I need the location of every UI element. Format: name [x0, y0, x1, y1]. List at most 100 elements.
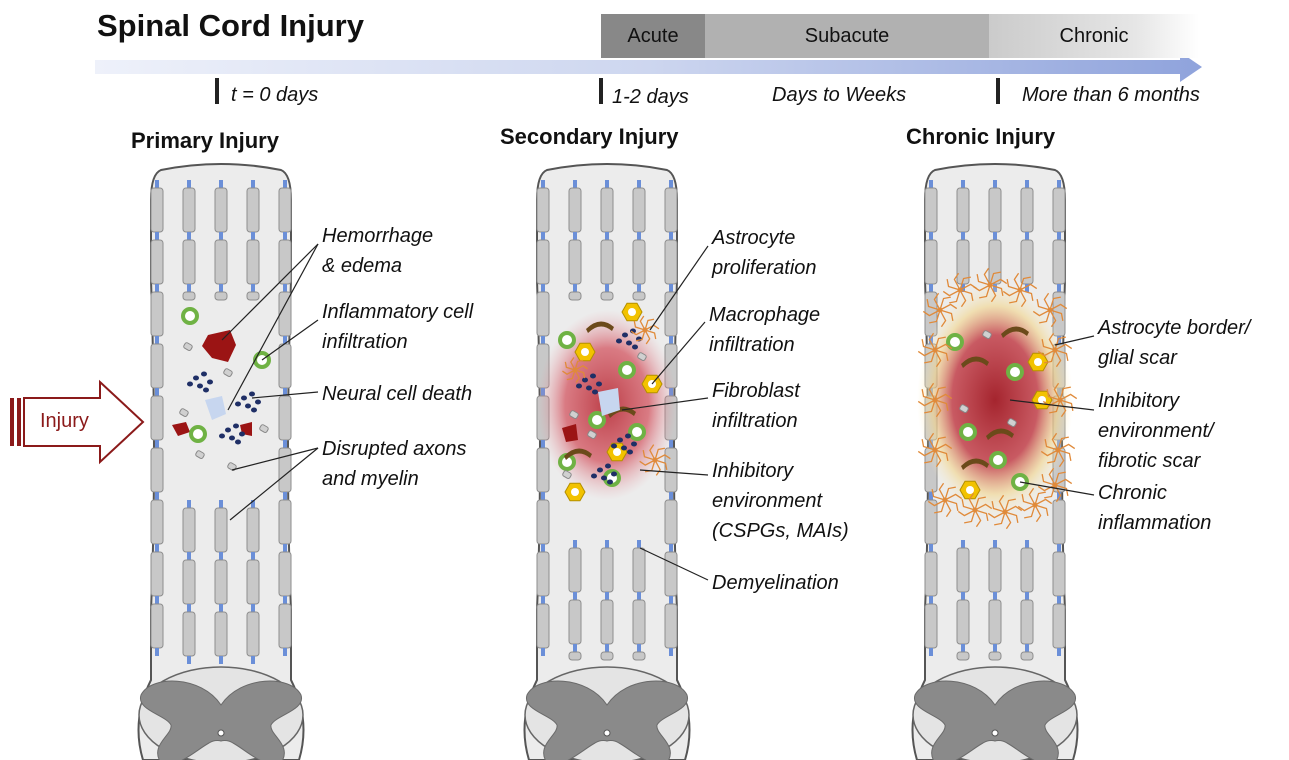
- axon-node: [283, 284, 287, 292]
- dead-neuron-fragment: [591, 474, 597, 479]
- axon-node: [993, 540, 997, 548]
- astrocyte-icon: [988, 283, 993, 288]
- dead-neuron-fragment: [632, 345, 638, 350]
- myelin-segment: [151, 344, 163, 388]
- axon-node: [605, 284, 609, 292]
- inflammatory-cell-icon: [991, 453, 1005, 467]
- label-chronic: Chronic: [1098, 480, 1167, 506]
- myelin-segment: [665, 500, 677, 544]
- axon-node: [219, 500, 223, 508]
- myelin-segment: [247, 240, 259, 284]
- spinal-cord-panels: [139, 164, 1078, 760]
- label-inhibitory: Inhibitory: [712, 458, 793, 484]
- myelin-segment: [1021, 188, 1033, 232]
- label-fibroblast: Fibroblast: [712, 378, 800, 404]
- myelin-segment: [247, 188, 259, 232]
- myelin-segment: [1053, 604, 1065, 648]
- myelin-segment: [989, 188, 1001, 232]
- axon-node: [283, 440, 287, 448]
- axon-node: [251, 284, 255, 292]
- timepoint-t3: More than 6 months: [1022, 84, 1200, 107]
- page-title: Spinal Cord Injury: [97, 8, 364, 44]
- phase-chronic: Chronic: [989, 14, 1199, 58]
- axon-node: [929, 596, 933, 604]
- axon-node: [637, 592, 641, 600]
- myelin-segment: [665, 604, 677, 648]
- dead-neuron-fragment: [249, 392, 255, 397]
- label-inflammation: inflammation: [1098, 510, 1211, 536]
- astrocyte-icon: [933, 398, 938, 403]
- timepoint-t1: 1-2 days: [612, 86, 689, 109]
- myelin-segment: [151, 240, 163, 284]
- axon-node: [155, 336, 159, 344]
- axon-node: [605, 540, 609, 548]
- phase-subacute: Subacute: [705, 14, 989, 58]
- astrocyte-icon: [1053, 348, 1058, 353]
- myelin-segment: [183, 612, 195, 656]
- myelin-segment: [601, 292, 613, 300]
- myelin-segment: [279, 552, 291, 596]
- macrophage-nucleus: [581, 348, 589, 356]
- astrocyte-icon: [1056, 448, 1061, 453]
- label-infiltration-3: infiltration: [712, 408, 798, 434]
- axon-node: [1057, 180, 1061, 188]
- myelin-segment: [633, 240, 645, 284]
- dead-neuron-fragment: [239, 432, 245, 437]
- axon-node: [541, 180, 545, 188]
- myelin-segment: [569, 600, 581, 644]
- axon-node: [929, 232, 933, 240]
- myelin-segment: [925, 604, 937, 648]
- myelin-segment: [279, 604, 291, 648]
- myelin-segment: [247, 508, 259, 552]
- astrocyte-icon: [933, 448, 938, 453]
- axon-node: [1057, 544, 1061, 552]
- dead-neuron-fragment: [229, 436, 235, 441]
- axon-node: [573, 540, 577, 548]
- dead-neuron-fragment: [193, 376, 199, 381]
- dead-neuron-fragment: [203, 388, 209, 393]
- tick-t3: [996, 78, 1000, 104]
- astrocyte-icon: [1033, 503, 1038, 508]
- myelin-segment: [633, 600, 645, 644]
- axon-node: [637, 540, 641, 548]
- axon-node: [929, 180, 933, 188]
- axon-node: [187, 180, 191, 188]
- myelin-segment: [957, 652, 969, 660]
- cord-panel-chronic: [913, 164, 1078, 760]
- macrophage-nucleus: [966, 486, 974, 494]
- dead-neuron-fragment: [245, 404, 251, 409]
- axon-node: [541, 232, 545, 240]
- axon-node: [541, 648, 545, 656]
- myelin-segment: [151, 292, 163, 336]
- myelin-segment: [151, 396, 163, 440]
- myelin-segment: [569, 240, 581, 284]
- myelin-segment: [989, 652, 1001, 660]
- axon-node: [961, 540, 965, 548]
- label-hemorrhage: Hemorrhage: [322, 223, 433, 249]
- myelin-segment: [183, 188, 195, 232]
- axon-node: [1025, 540, 1029, 548]
- myelin-segment: [665, 240, 677, 284]
- astrocyte-icon: [1018, 288, 1023, 293]
- astrocyte-icon: [1053, 483, 1058, 488]
- axon-node: [1025, 180, 1029, 188]
- myelin-segment: [279, 500, 291, 544]
- axon-node: [573, 180, 577, 188]
- axon-node: [605, 180, 609, 188]
- axon-node: [187, 656, 191, 664]
- myelin-segment: [151, 500, 163, 544]
- axon-node: [219, 284, 223, 292]
- axon-node: [669, 180, 673, 188]
- dead-neuron-fragment: [251, 408, 257, 413]
- myelin-segment: [569, 188, 581, 232]
- dead-neuron-fragment: [596, 382, 602, 387]
- dead-neuron-fragment: [576, 384, 582, 389]
- dead-neuron-fragment: [616, 339, 622, 344]
- timepoint-t2: Days to Weeks: [772, 84, 906, 107]
- axon-node: [993, 232, 997, 240]
- myelin-segment: [665, 448, 677, 492]
- axon-node: [219, 232, 223, 240]
- label-fibrotic-scar: fibrotic scar: [1098, 448, 1200, 474]
- dead-neuron-fragment: [626, 341, 632, 346]
